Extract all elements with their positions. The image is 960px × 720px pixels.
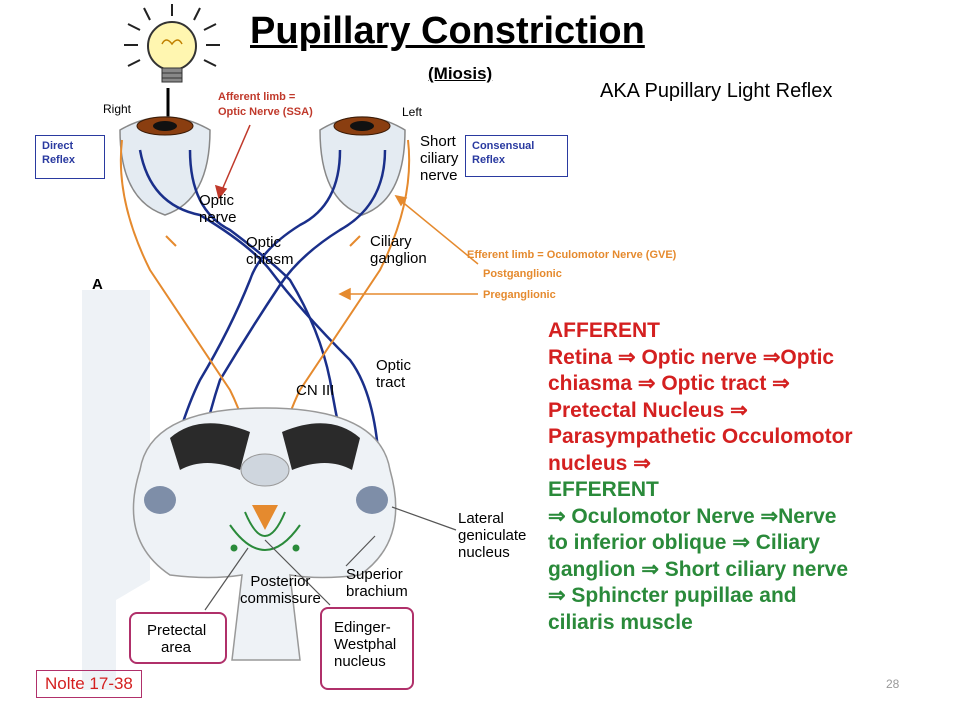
pathway-line: ⇒ Sphincter pupillae and xyxy=(548,584,797,607)
citation-box: Nolte 17-38 xyxy=(36,670,142,698)
left-eye xyxy=(319,116,406,216)
pathway-line: AFFERENT xyxy=(548,319,660,342)
pathway-line: to inferior oblique ⇒ Ciliary xyxy=(548,531,820,554)
superior-brachium-label: Superior brachium xyxy=(346,566,408,600)
left-eye-label: Left xyxy=(402,105,423,119)
edinger-westphal-box: Edinger- Westphal nucleus xyxy=(320,607,414,690)
page-subtitle: (Miosis) xyxy=(428,64,493,83)
pathway-line: ⇒ Oculomotor Nerve ⇒Nerve xyxy=(548,504,837,528)
efferent-pointers xyxy=(338,194,479,301)
cn3-label: CN III xyxy=(296,382,335,399)
midbrain-section xyxy=(132,407,397,661)
short-ciliary-nerve-label: Short ciliary nerve xyxy=(420,133,459,184)
pathway-line: nucleus ⇒ xyxy=(548,451,651,475)
posterior-commissure-label: Posterior commissure xyxy=(240,573,321,607)
pathway-line: ganglion ⇒ Short ciliary nerve xyxy=(548,557,848,581)
right-eye-label: Right xyxy=(103,102,132,116)
lightbulb-icon xyxy=(124,4,220,83)
label-pointers xyxy=(204,506,457,611)
postganglionic-label: Postganglionic xyxy=(483,268,562,280)
preganglionic-label: Preganglionic xyxy=(483,289,556,301)
optic-tract-label: Optic tract xyxy=(376,357,412,391)
right-eye xyxy=(119,116,211,216)
pathway-line: Retina ⇒ Optic nerve ⇒Optic xyxy=(548,345,835,369)
page-title: Pupillary Constriction xyxy=(250,10,645,52)
consensual-reflex-box: Consensual Reflex xyxy=(465,135,568,177)
page-number: 28 xyxy=(886,677,900,691)
figure-panel-letter: A xyxy=(92,276,103,293)
optic-nerve-label: Optic nerve xyxy=(199,192,237,226)
pathway-line: Parasympathetic Occulomotor xyxy=(548,425,853,448)
optic-chiasm-label: Optic chiasm xyxy=(246,234,294,268)
pathway-text: AFFERENT Retina ⇒ Optic nerve ⇒Optic chi… xyxy=(548,318,948,636)
pretectal-area-box: Pretectal area xyxy=(129,612,227,664)
ciliary-ganglion-label: Ciliary ganglion xyxy=(370,233,427,267)
direct-reflex-box: Direct Reflex xyxy=(35,135,105,179)
pathway-line: EFFERENT xyxy=(548,478,659,501)
pathway-line: ciliaris muscle xyxy=(548,610,693,634)
afferent-pointer xyxy=(214,124,251,200)
lateral-geniculate-label: Lateral geniculate nucleus xyxy=(458,510,527,561)
pathway-line: Pretectal Nucleus ⇒ xyxy=(548,398,748,422)
aka-label: AKA Pupillary Light Reflex xyxy=(600,80,833,102)
pathway-line: chiasma ⇒ Optic tract ⇒ xyxy=(548,372,790,395)
efferent-limb-label: Efferent limb = Oculomotor Nerve (GVE) xyxy=(467,249,677,261)
afferent-limb-label: Afferent limb = Optic Nerve (SSA) xyxy=(218,91,313,118)
